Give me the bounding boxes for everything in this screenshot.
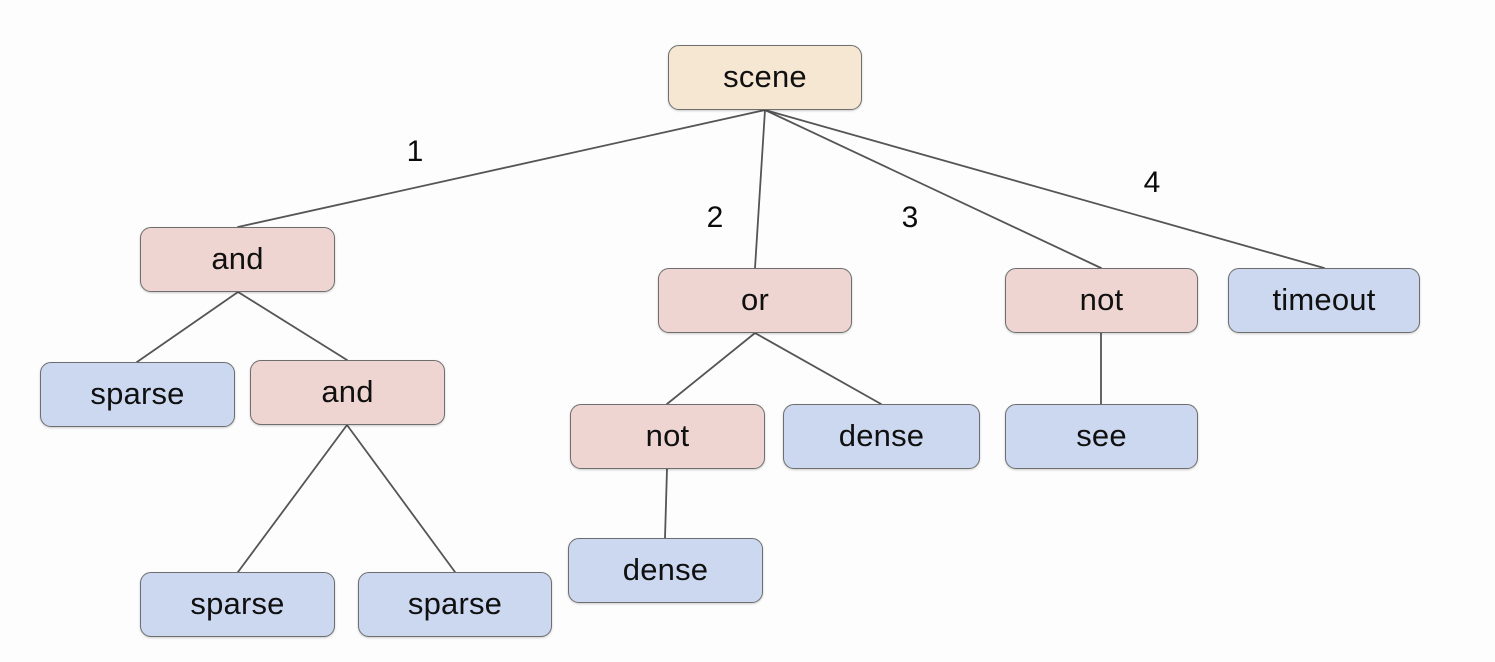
tree-node-label: sparse (407, 586, 503, 621)
edge-label-2: 2 (706, 201, 724, 234)
tree-node-scene[interactable]: scene (668, 45, 862, 110)
tree-node-label: dense (622, 552, 709, 587)
tree-node-label: see (1076, 418, 1127, 453)
edge-label-4: 4 (1143, 166, 1161, 199)
tree-node-not2[interactable]: not (570, 404, 765, 469)
tree-node-dense1[interactable]: dense (783, 404, 980, 469)
tree-edge-scene-to-or1 (754, 109, 766, 269)
tree-edge-scene-to-timeout1 (764, 109, 1325, 269)
tree-edge-scene-to-not1 (764, 109, 1102, 269)
tree-node-dense2[interactable]: dense (568, 538, 763, 603)
tree-edge-or1-to-dense1 (754, 332, 882, 405)
tree-edge-not2-to-dense2 (664, 468, 668, 539)
edge-label-1: 1 (406, 135, 424, 168)
tree-node-label: sparse (90, 376, 185, 411)
tree-node-label: and (211, 241, 264, 276)
tree-edge-scene-to-and1 (237, 109, 766, 228)
tree-node-label: timeout (1272, 282, 1376, 317)
tree-node-not1[interactable]: not (1005, 268, 1198, 333)
tree-node-sparse1[interactable]: sparse (40, 362, 235, 427)
tree-edge-or1-to-not2 (666, 332, 756, 405)
tree-edge-and1-to-and2 (237, 291, 348, 361)
tree-node-and2[interactable]: and (250, 360, 445, 425)
tree-edge-and2-to-sparse2 (237, 424, 348, 573)
tree-node-label: scene (723, 59, 807, 94)
tree-node-timeout1[interactable]: timeout (1228, 268, 1420, 333)
tree-node-label: and (321, 374, 374, 409)
tree-node-sparse2[interactable]: sparse (140, 572, 335, 637)
tree-edge-and1-to-sparse1 (136, 291, 239, 363)
tree-node-label: dense (838, 418, 925, 453)
tree-node-label: sparse (190, 586, 285, 621)
tree-edge-and2-to-sparse3 (346, 424, 456, 573)
tree-node-see1[interactable]: see (1005, 404, 1198, 469)
tree-node-label: or (741, 282, 769, 317)
tree-node-sparse3[interactable]: sparse (358, 572, 552, 637)
tree-node-label: not (645, 418, 690, 453)
tree-node-label: not (1079, 282, 1124, 317)
tree-node-or1[interactable]: or (658, 268, 852, 333)
tree-node-and1[interactable]: and (140, 227, 335, 292)
edge-label-3: 3 (901, 201, 919, 234)
